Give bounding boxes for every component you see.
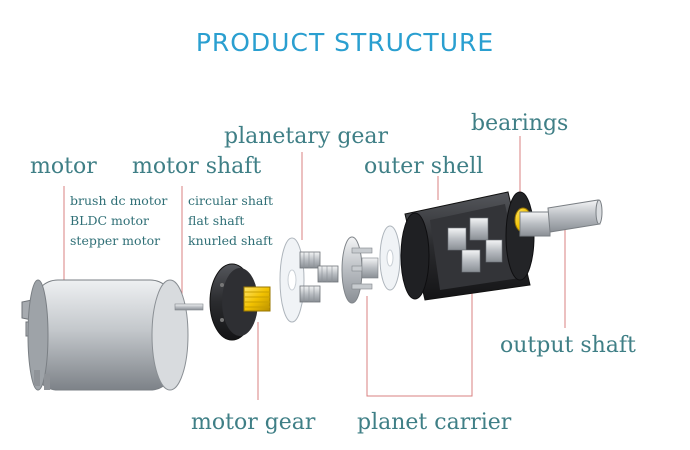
output-shaft-part [520,200,602,236]
outer-shell-part [401,192,534,300]
shaft-type-flat: flat shaft [188,211,273,231]
label-motor: motor [30,154,97,179]
label-planet-carrier: planet carrier [357,410,511,435]
label-bearings: bearings [471,111,568,136]
leader-planet-carrier [367,292,472,396]
planet-carrier-part [342,237,378,303]
motor-body [22,280,203,390]
motor-type-bldc: BLDC motor [70,211,167,231]
motor-type-brush-dc: brush dc motor [70,191,167,211]
motor-gear-part [244,287,270,311]
motor-type-stepper: stepper motor [70,231,167,251]
motor-type-list: brush dc motor BLDC motor stepper motor [70,191,167,251]
label-planetary-gear: planetary gear [224,124,388,149]
label-motor-shaft: motor shaft [132,154,261,179]
label-output-shaft: output shaft [500,333,636,358]
label-outer-shell: outer shell [364,154,483,179]
shaft-type-circular: circular shaft [188,191,273,211]
planetary-gears-part [300,252,338,302]
shaft-type-list: circular shaft flat shaft knurled shaft [188,191,273,251]
label-motor-gear: motor gear [191,410,315,435]
shaft-type-knurled: knurled shaft [188,231,273,251]
